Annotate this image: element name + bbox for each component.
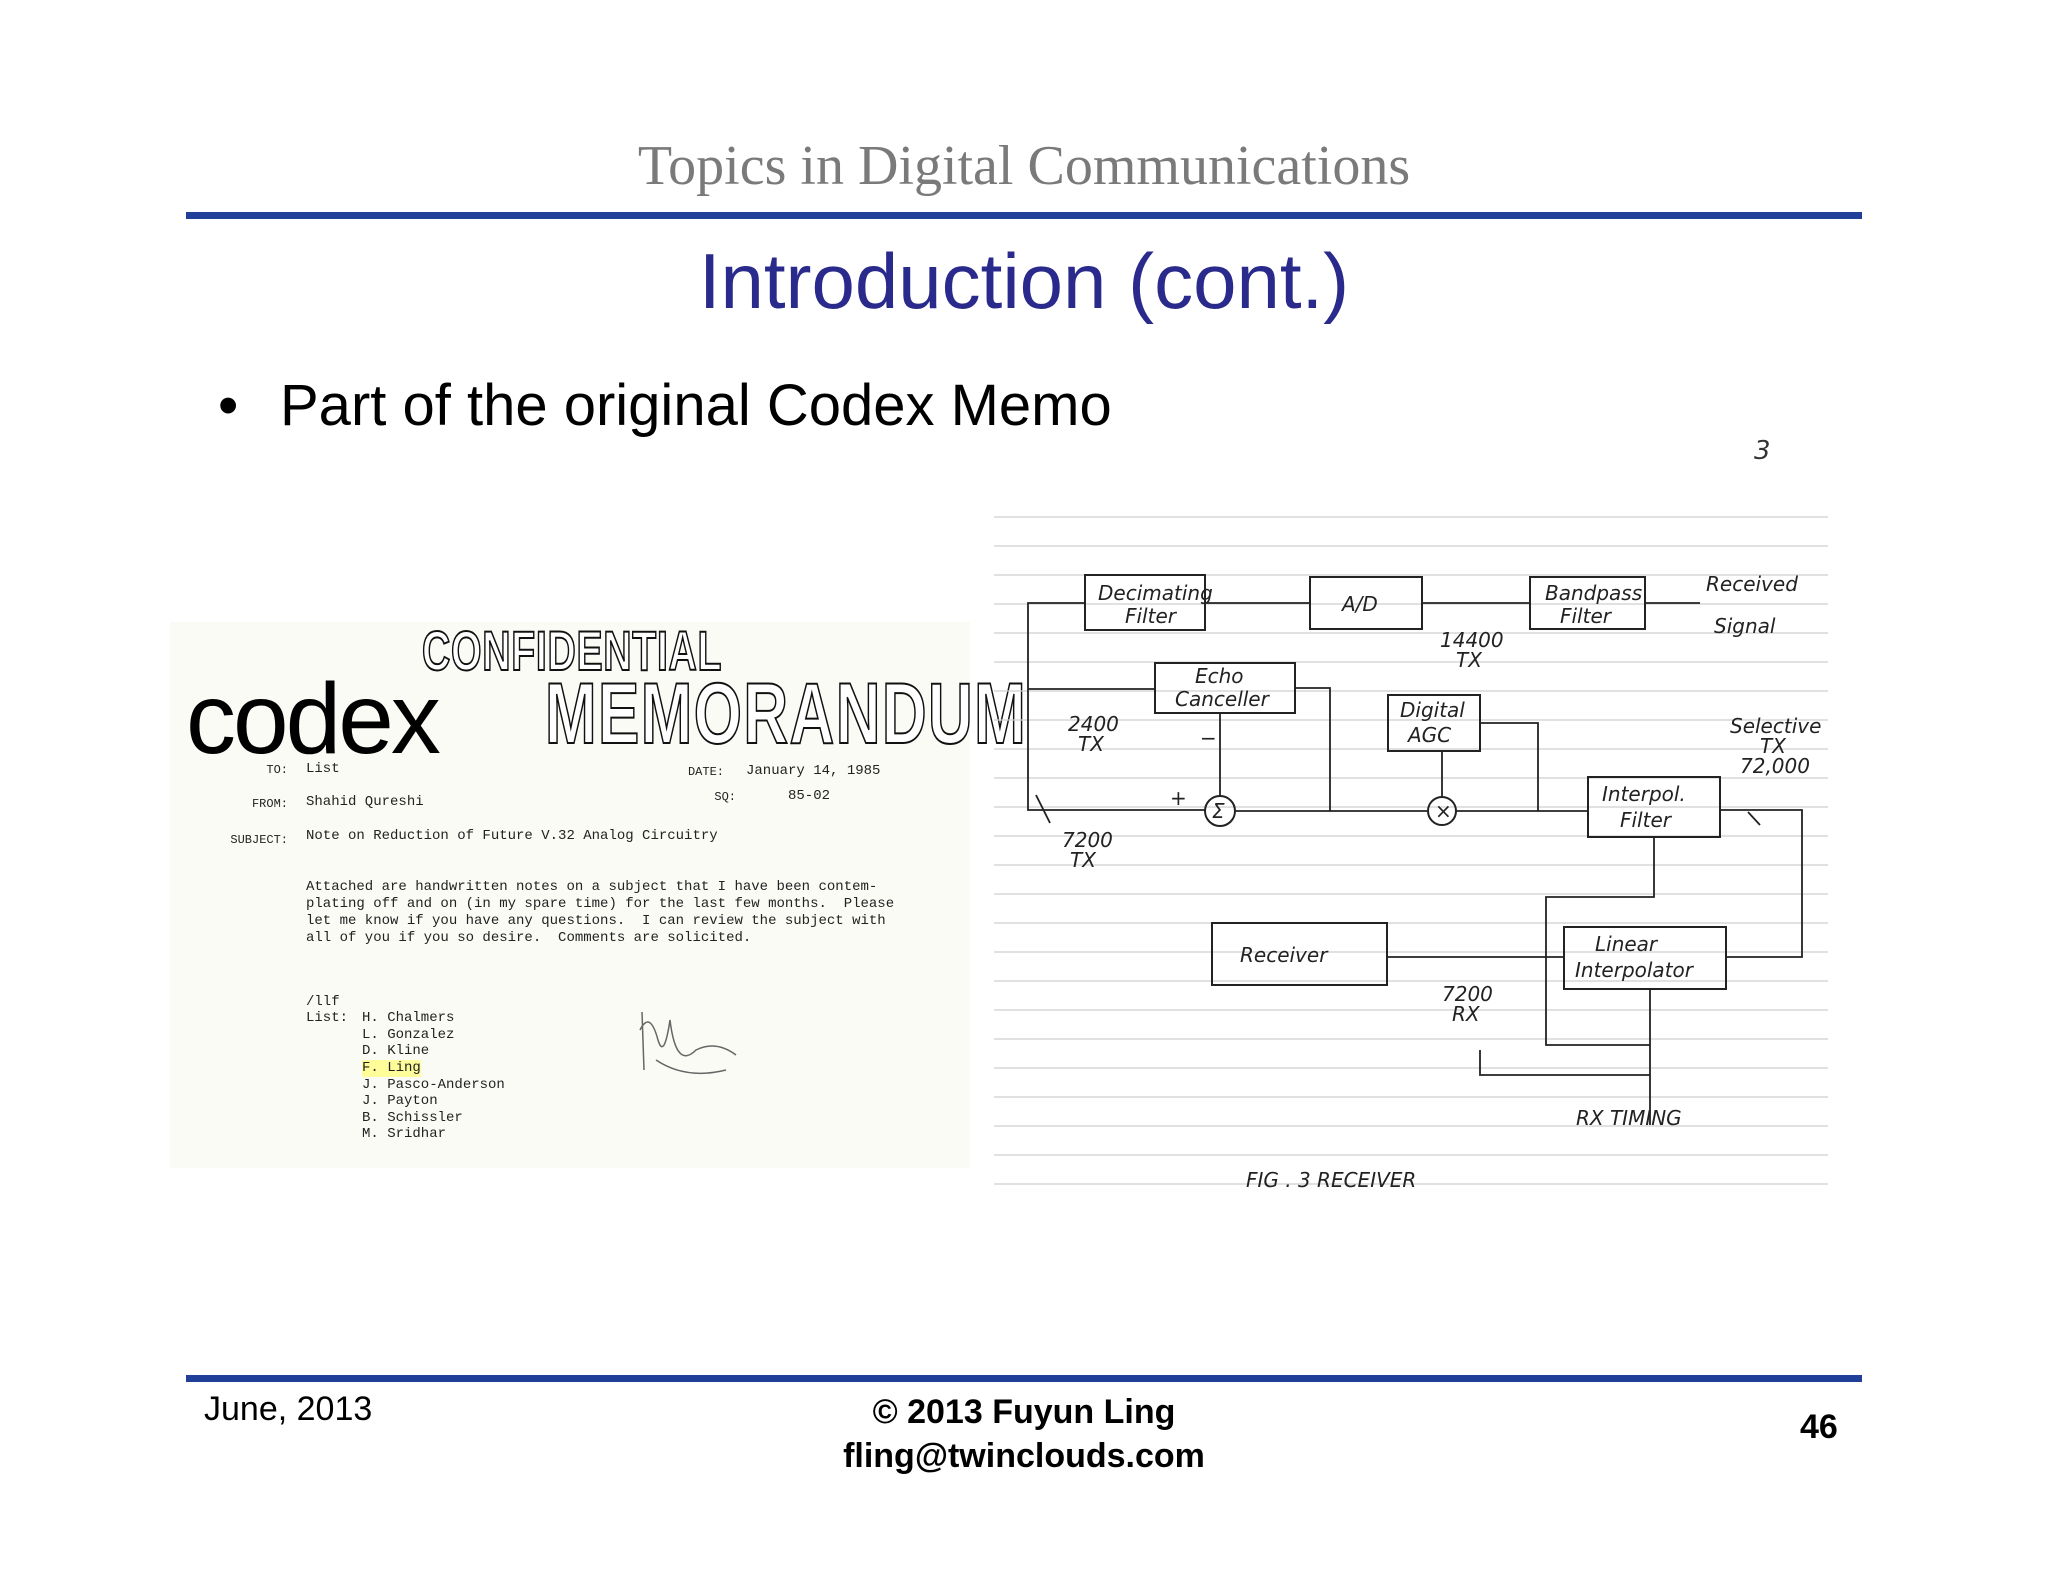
confidential-stamp: CONFIDENTIAL bbox=[421, 618, 723, 683]
slide-title: Introduction (cont.) bbox=[698, 237, 1350, 325]
bandpass-filter-label: Bandpass bbox=[1545, 581, 1642, 605]
copyright-line: © 2013 Fuyun Ling bbox=[872, 1393, 1176, 1431]
digital-agc-label: Digital bbox=[1400, 698, 1465, 722]
memo-sq: 85-02 bbox=[788, 788, 831, 804]
bullet-dot: • bbox=[218, 373, 239, 438]
signature-scribble bbox=[639, 1011, 737, 1075]
memo-date: January 14, 1985 bbox=[746, 763, 881, 779]
footer-copyright: © 2013 Fuyun Ling fling@twinclouds.com bbox=[0, 1390, 2048, 1478]
receiver-block bbox=[1211, 922, 1388, 986]
memo-sq-label: SQ: bbox=[714, 790, 736, 804]
memorandum-stamp: MEMORANDUM bbox=[544, 665, 1028, 763]
memo-list-item: B. Schissler bbox=[362, 1110, 463, 1126]
codex-logo: codex bbox=[186, 663, 441, 775]
interpol-filter-label: Interpol. bbox=[1602, 782, 1686, 806]
ad-label: A/D bbox=[1340, 592, 1378, 616]
rate-7200-tx-label: 7200 bbox=[1062, 828, 1113, 852]
bullet-text: Part of the original Codex Memo bbox=[280, 373, 1112, 438]
multiplier-symbol: × bbox=[1435, 799, 1452, 823]
minus-sign: − bbox=[1200, 726, 1217, 750]
rate-14400-label: 14400 bbox=[1440, 628, 1504, 652]
rate-7200-tx-label: TX bbox=[1070, 848, 1097, 872]
linear-interpolator-label: Interpolator bbox=[1575, 958, 1695, 982]
course-title: Topics in Digital Communications bbox=[637, 135, 1411, 197]
plus-sign: + bbox=[1170, 786, 1187, 810]
memo-body-line: plating off and on (in my spare time) fo… bbox=[306, 896, 895, 912]
header-rule bbox=[186, 212, 1862, 219]
rate-14400-label: TX bbox=[1456, 648, 1483, 672]
memo-subject-label: SUBJECT: bbox=[230, 833, 288, 847]
memo-list-item: D. Kline bbox=[362, 1043, 430, 1059]
interpol-filter-label: Filter bbox=[1620, 808, 1673, 832]
receiver-label: Receiver bbox=[1240, 943, 1329, 967]
decimating-filter-label: Decimating bbox=[1098, 581, 1213, 605]
memo-list-item: L. Gonzalez bbox=[362, 1027, 455, 1043]
bandpass-filter-label: Filter bbox=[1560, 604, 1613, 628]
memo-from-label: FROM: bbox=[251, 797, 288, 811]
memo-scan bbox=[170, 622, 970, 1168]
memo-date-label: DATE: bbox=[687, 765, 724, 779]
footer-date: June, 2013 bbox=[204, 1390, 373, 1428]
memo-list-item-highlighted: F. Ling bbox=[362, 1060, 421, 1077]
notebook-lines bbox=[994, 516, 1828, 1185]
memo-body-line: all of you if you so desire. Comments ar… bbox=[306, 930, 752, 946]
memo-body-line: Attached are handwritten notes on a subj… bbox=[306, 879, 878, 895]
decimating-filter-label: Filter bbox=[1125, 604, 1178, 628]
memo-list-item: M. Sridhar bbox=[362, 1126, 447, 1142]
page-number: 46 bbox=[1800, 1408, 1838, 1446]
page-corner-mark: 3 bbox=[1754, 436, 1771, 466]
digital-agc-label: AGC bbox=[1406, 723, 1451, 747]
author-email: fling@twinclouds.com bbox=[843, 1437, 1205, 1475]
rx-timing-label: RX TIMING bbox=[1576, 1106, 1682, 1130]
footer-rule bbox=[186, 1375, 1862, 1382]
selective-label: Selective bbox=[1730, 714, 1821, 738]
fig-caption: FIG . 3 RECEIVER bbox=[1246, 1168, 1416, 1192]
received-signal-label: Signal bbox=[1714, 614, 1776, 638]
rate-2400-label: 2400 bbox=[1068, 712, 1119, 736]
selective-label: 72,000 bbox=[1740, 754, 1810, 778]
memo-subject: Note on Reduction of Future V.32 Analog … bbox=[306, 828, 718, 844]
memo-list-item: J. Pasco-Anderson bbox=[362, 1077, 505, 1093]
memo-to-label: TO: bbox=[266, 763, 288, 777]
echo-canceller-label: Canceller bbox=[1175, 687, 1271, 711]
memo-list-item: H. Chalmers bbox=[362, 1010, 455, 1026]
summer-symbol: Σ bbox=[1212, 799, 1225, 823]
bullet-item: • Part of the original Codex Memo bbox=[218, 372, 1112, 439]
memo-list-item: J. Payton bbox=[362, 1093, 438, 1109]
rate-7200-rx-label: 7200 bbox=[1442, 982, 1493, 1006]
received-signal-label: Received bbox=[1706, 572, 1798, 596]
receiver-block-diagram: Decimating Filter A/D Bandpass Filter Ec… bbox=[994, 516, 1828, 1192]
echo-canceller-label: Echo bbox=[1195, 664, 1244, 688]
linear-interpolator-label: Linear bbox=[1595, 932, 1659, 956]
memo-list-label: List: bbox=[306, 1010, 349, 1026]
linear-interpolator-block bbox=[1563, 926, 1727, 990]
rate-2400-label: TX bbox=[1078, 732, 1105, 756]
rate-7200-rx-label: RX bbox=[1452, 1002, 1481, 1026]
memo-to: List bbox=[306, 761, 340, 777]
selective-label: TX bbox=[1760, 734, 1787, 758]
memo-from: Shahid Qureshi bbox=[306, 794, 424, 810]
memo-body-line: let me know if you have any questions. I… bbox=[306, 913, 886, 929]
memo-initials: /llf bbox=[306, 994, 340, 1010]
